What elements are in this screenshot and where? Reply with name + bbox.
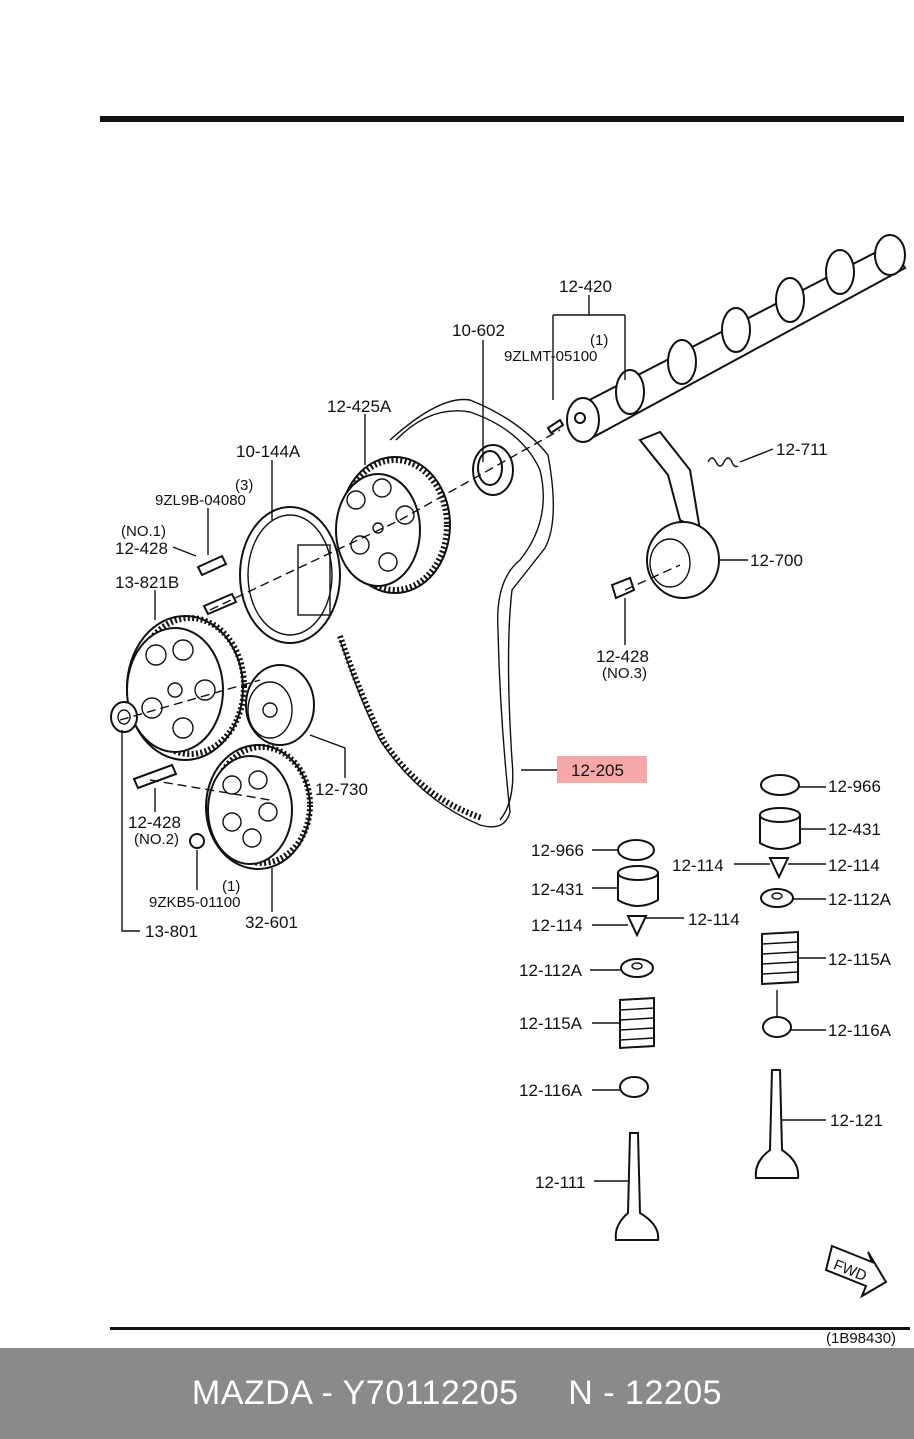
belt-guide-plate bbox=[239, 506, 341, 644]
forward-direction-arrow: FWD bbox=[824, 1244, 888, 1299]
parts-diagram: FWD 12-420 bbox=[100, 116, 910, 1347]
camshaft bbox=[566, 234, 907, 443]
center-line-tensioner bbox=[624, 564, 681, 591]
top-border-line bbox=[100, 116, 904, 122]
label-13-801: 13-801 bbox=[145, 922, 198, 941]
label-12-115a-left: 12-115A bbox=[519, 1014, 583, 1033]
valve-stack-exhaust bbox=[754, 774, 801, 1179]
oil-seal bbox=[472, 444, 514, 496]
pin-9zlmt bbox=[546, 418, 565, 435]
highlighted-part-box bbox=[557, 756, 647, 783]
label-12-966-left: 12-966 bbox=[531, 841, 584, 860]
camshaft-pulley bbox=[335, 456, 451, 594]
label-no2: (NO.2) bbox=[134, 831, 179, 848]
reference-code: (1B98430) bbox=[826, 1330, 896, 1347]
label-12-114-right-2: 12-114 bbox=[828, 856, 880, 875]
label-no1: (NO.1) bbox=[121, 523, 166, 540]
label-qty-9zkb5: (1) bbox=[222, 878, 240, 895]
label-12-114-left-2: 12-114 bbox=[688, 910, 740, 929]
tensioner-spring bbox=[707, 457, 739, 468]
crankshaft-pulley bbox=[126, 615, 247, 761]
footer-bar: MAZDA - Y70112205 N - 12205 bbox=[0, 1348, 914, 1439]
nut-9zkb5 bbox=[189, 833, 205, 849]
label-12-121: 12-121 bbox=[830, 1111, 883, 1130]
valve-stack-intake bbox=[614, 839, 660, 1241]
label-12-431-right: 12-431 bbox=[828, 820, 881, 839]
label-12-431-left: 12-431 bbox=[531, 880, 584, 899]
label-12-428-no2: 12-428 bbox=[128, 813, 181, 832]
label-12-730: 12-730 bbox=[315, 780, 368, 799]
label-9zlmt-05100: 9ZLMT-05100 bbox=[504, 348, 597, 365]
label-9zkb5-01100: 9ZKB5-01100 bbox=[149, 894, 240, 911]
label-qty-9zl9b: (3) bbox=[235, 477, 253, 494]
idler-pulley bbox=[245, 664, 315, 746]
timing-belt-cover bbox=[389, 398, 554, 821]
belt-tensioner bbox=[610, 430, 720, 600]
center-line-camshaft bbox=[209, 429, 561, 611]
label-12-116a-right: 12-116A bbox=[828, 1021, 892, 1040]
label-10-144a: 10-144A bbox=[236, 442, 301, 461]
part-labels: 12-420 10-602 (1) 9ZLMT-05100 12-425A 12… bbox=[115, 277, 892, 1192]
label-12-428-no3: 12-428 bbox=[596, 647, 649, 666]
label-12-700: 12-700 bbox=[750, 551, 803, 570]
label-12-205: 12-205 bbox=[571, 761, 624, 780]
oil-pump-pulley bbox=[205, 744, 313, 870]
label-qty-9zlmt: (1) bbox=[590, 332, 608, 349]
bolt-12-428-no1 bbox=[196, 554, 238, 616]
label-12-112a-right: 12-112A bbox=[828, 890, 892, 909]
bottom-border-line bbox=[110, 1327, 910, 1330]
label-12-966-right: 12-966 bbox=[828, 777, 881, 796]
label-12-112a-left: 12-112A bbox=[519, 961, 583, 980]
center-line-crankshaft bbox=[119, 679, 261, 721]
label-13-821b: 13-821B bbox=[115, 573, 179, 592]
label-12-428-no1: 12-428 bbox=[115, 539, 168, 558]
label-12-111: 12-111 bbox=[535, 1173, 585, 1192]
label-12-115a-right: 12-115A bbox=[828, 950, 892, 969]
center-line-oilpump bbox=[149, 779, 271, 801]
leader-lines bbox=[121, 295, 826, 1182]
label-10-602: 10-602 bbox=[452, 321, 505, 340]
label-12-114-right-1: 12-114 bbox=[672, 856, 724, 875]
label-12-114-left-1: 12-114 bbox=[531, 916, 583, 935]
label-12-711: 12-711 bbox=[776, 440, 828, 459]
label-no3: (NO.3) bbox=[602, 665, 647, 682]
timing-belt-teeth bbox=[337, 635, 483, 821]
label-9zl9b-04080: 9ZL9B-04080 bbox=[155, 492, 246, 509]
crankshaft-bolt bbox=[110, 701, 138, 733]
label-32-601: 32-601 bbox=[245, 913, 298, 932]
bolt-12-428-no2 bbox=[132, 763, 178, 790]
footer-part-info: MAZDA - Y70112205 N - 12205 bbox=[191, 1374, 723, 1412]
label-12-425a: 12-425A bbox=[327, 397, 392, 416]
label-12-420: 12-420 bbox=[559, 277, 612, 296]
label-12-116a-left: 12-116A bbox=[519, 1081, 583, 1100]
